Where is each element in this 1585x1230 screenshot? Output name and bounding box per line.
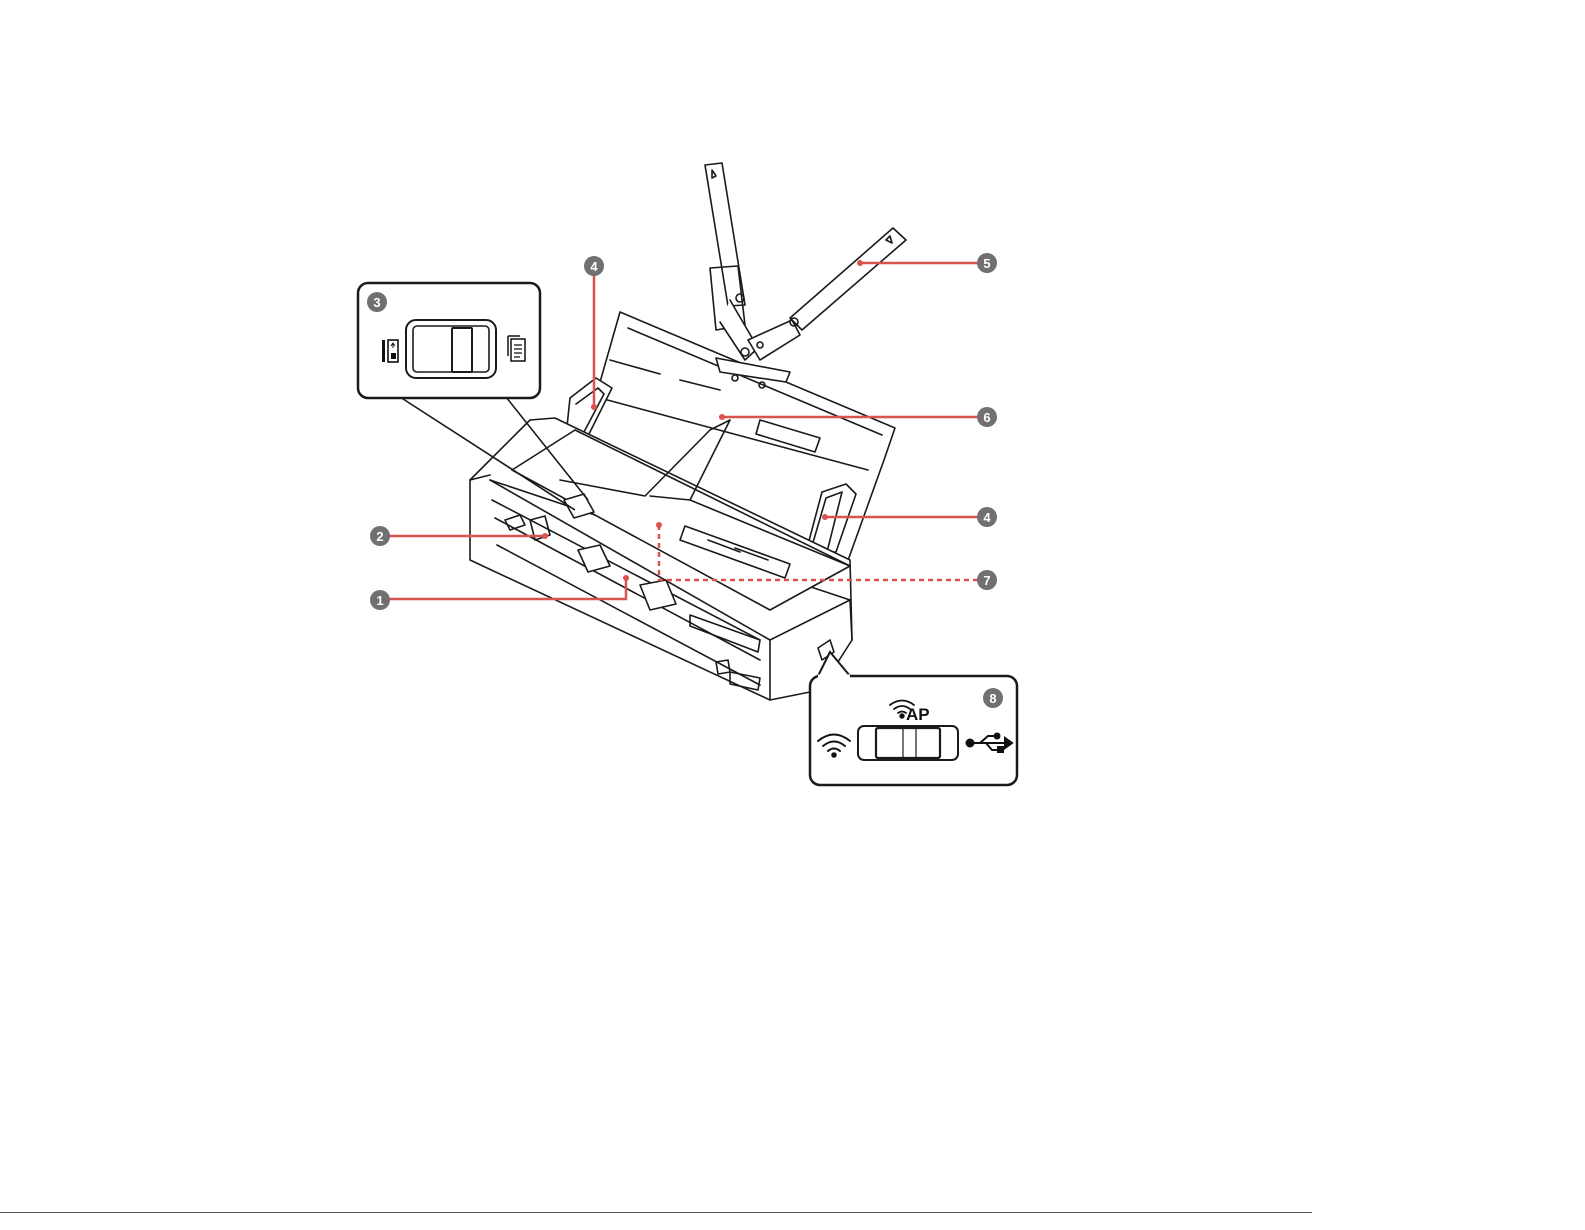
callout-3: 3	[367, 292, 387, 312]
svg-text:5: 5	[983, 256, 990, 271]
svg-text:2: 2	[376, 529, 383, 544]
svg-text:4: 4	[983, 510, 991, 525]
svg-text:6: 6	[983, 410, 990, 425]
page-bottom-rule	[0, 1212, 1312, 1213]
svg-text:8: 8	[989, 691, 996, 706]
svg-text:4: 4	[590, 259, 598, 274]
callout-4-left: 4	[584, 256, 604, 276]
callout-8: 8	[983, 688, 1003, 708]
paper-support-extension	[790, 228, 906, 330]
inset-connection-switch: AP	[810, 652, 1017, 785]
callout-1: 1	[370, 590, 390, 610]
scanner-body	[470, 163, 906, 700]
ap-label: AP	[906, 705, 930, 724]
callout-7: 7	[977, 570, 997, 590]
svg-text:3: 3	[373, 295, 380, 310]
callout-4-right: 4	[977, 507, 997, 527]
callout-5: 5	[977, 253, 997, 273]
svg-text:7: 7	[983, 573, 990, 588]
svg-text:1: 1	[376, 593, 383, 608]
callout-2: 2	[370, 526, 390, 546]
callout-6: 6	[977, 407, 997, 427]
